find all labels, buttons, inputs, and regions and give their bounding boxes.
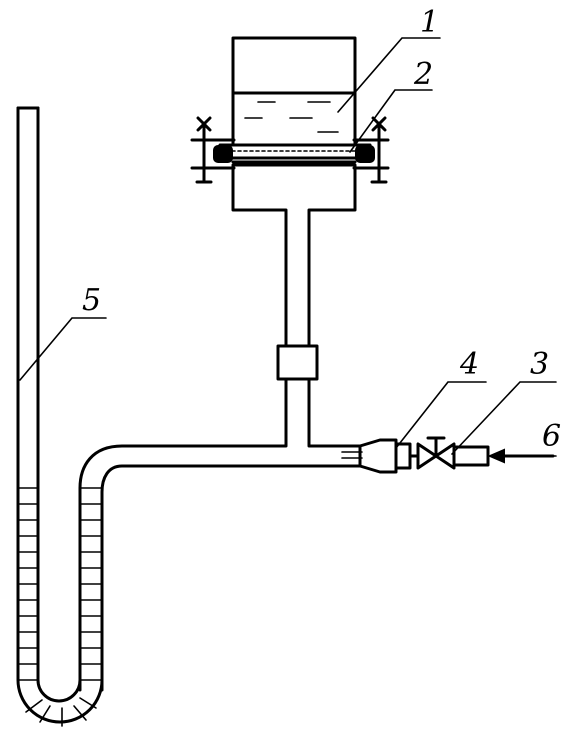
left-leg-fill <box>17 487 97 727</box>
u-tube-bend <box>16 106 104 724</box>
reducer-fitting <box>358 438 412 474</box>
left-clamp-screw <box>190 116 236 184</box>
label-2: 2 <box>413 57 433 92</box>
label-3: 3 <box>530 347 549 382</box>
sample-layer <box>213 143 375 164</box>
riser-coupling <box>276 344 319 381</box>
label-5: 5 <box>82 283 101 318</box>
right-leg-fill <box>79 487 103 681</box>
valve <box>408 436 490 470</box>
label-6: 6 <box>542 419 561 454</box>
label-1: 1 <box>420 5 439 40</box>
pipe-network <box>78 377 363 692</box>
lower-chamber <box>231 163 357 348</box>
label-4: 4 <box>459 347 479 382</box>
upper-cylinder <box>231 36 357 147</box>
leader-lines <box>19 37 557 457</box>
